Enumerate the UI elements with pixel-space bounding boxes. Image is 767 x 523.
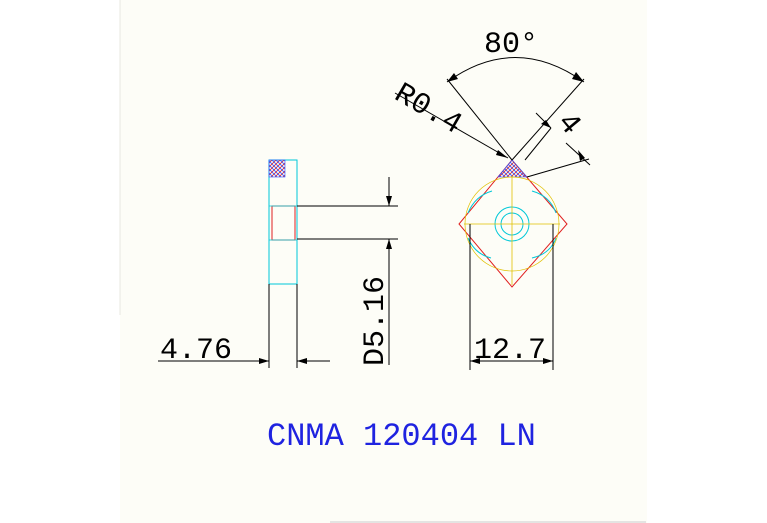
top-view [394,57,591,370]
thickness-label: 4.76 [160,334,232,368]
side-view [158,159,398,368]
drawing-title: CNMA 120404 LN [267,418,536,455]
drawing-sheet [120,0,647,523]
included-angle-label: 80° [484,28,538,62]
insert-outline [458,159,568,288]
inscribed-circle-label: 12.7 [474,334,546,368]
side-view-hatch [268,159,286,178]
hole-diameter-label: D5.16 [359,276,393,366]
